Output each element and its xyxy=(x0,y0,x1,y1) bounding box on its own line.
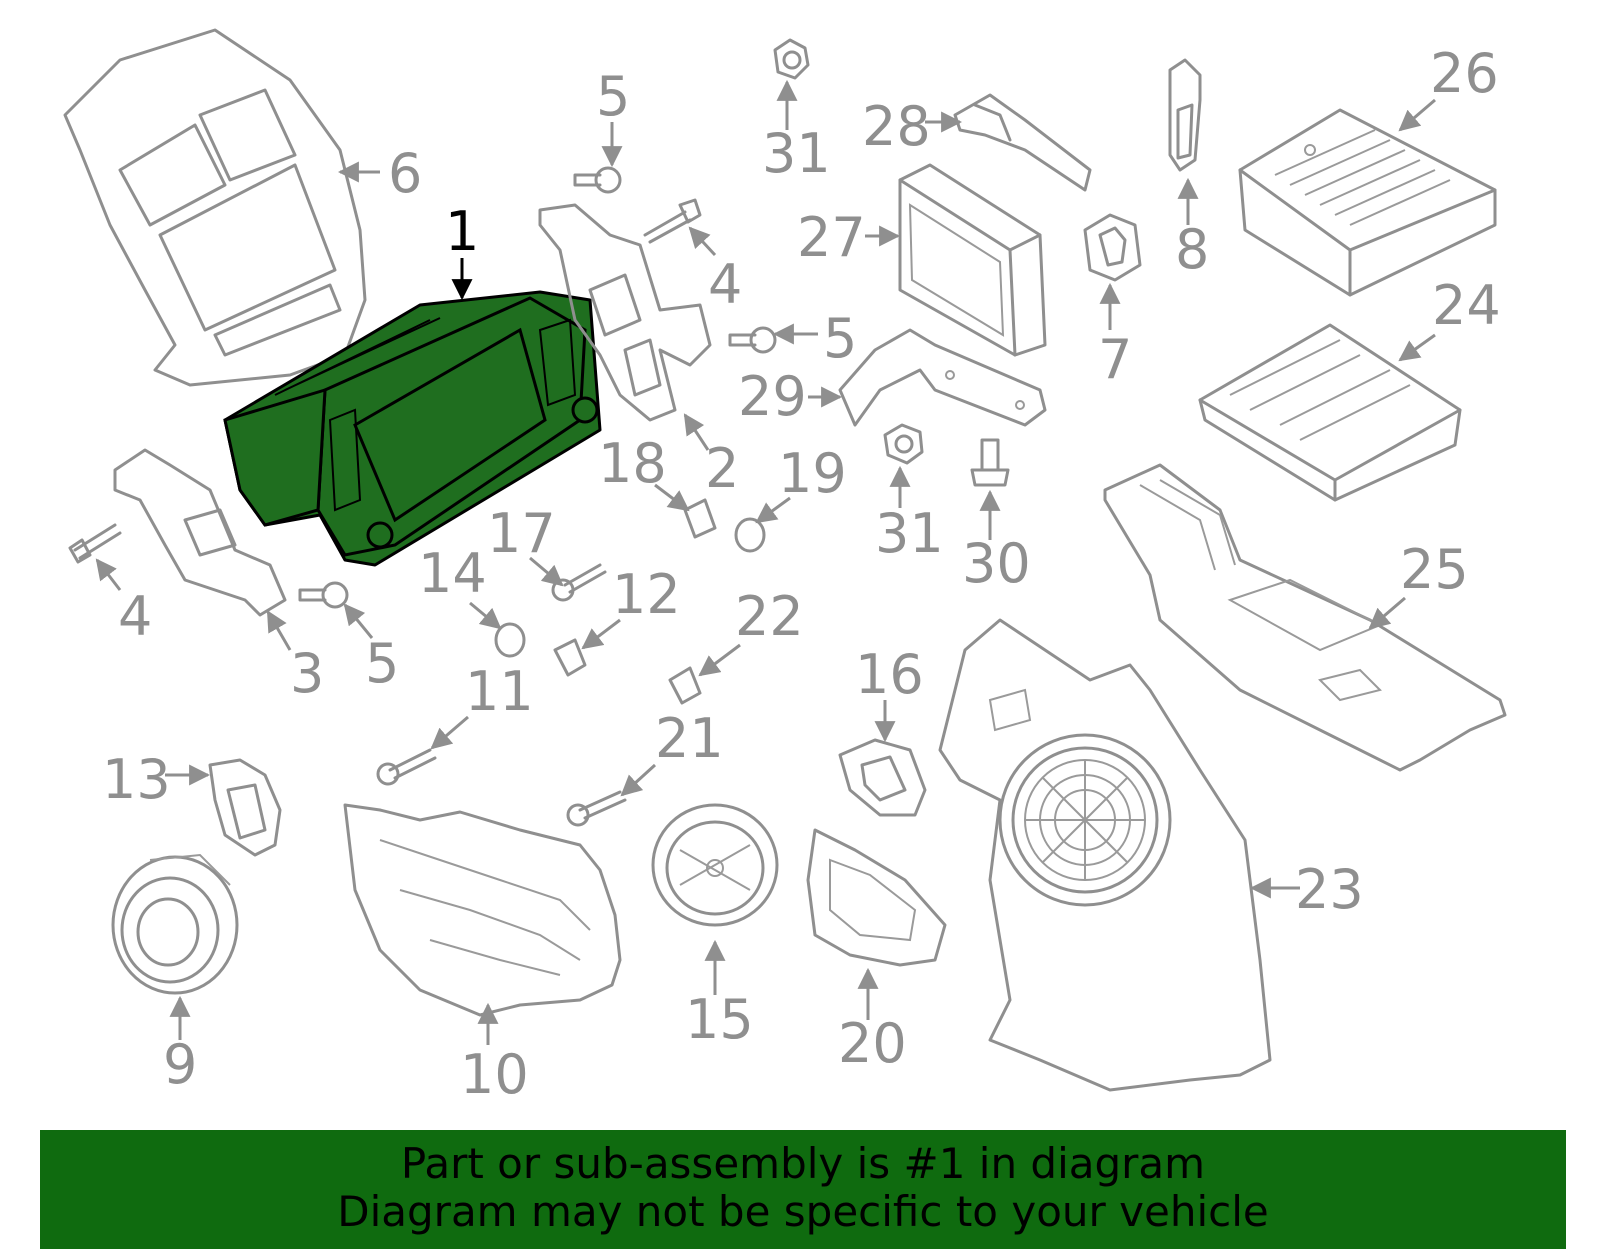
part-5-screw-top xyxy=(573,166,622,194)
part-1-head-unit xyxy=(223,290,602,567)
part-5-screw-mid xyxy=(728,326,777,354)
label-11: 11 xyxy=(465,660,534,723)
label-18: 18 xyxy=(598,432,667,495)
part-20-trim xyxy=(806,828,947,967)
label-3: 3 xyxy=(290,642,324,705)
part-2-bracket-right xyxy=(538,203,712,422)
label-26: 26 xyxy=(1430,42,1499,105)
part-25-tray xyxy=(1103,463,1507,772)
label-1: 1 xyxy=(445,200,479,263)
part-4-screw-right xyxy=(643,198,702,244)
label-8: 8 xyxy=(1175,218,1209,281)
part-9-speaker xyxy=(111,853,239,995)
part-8-strap xyxy=(1168,58,1202,172)
label-25: 25 xyxy=(1400,538,1469,601)
label-17: 17 xyxy=(487,502,556,565)
part-14-plug xyxy=(494,622,526,658)
part-6-dash-bezel xyxy=(63,28,367,387)
label-13: 13 xyxy=(102,748,171,811)
label-4-right: 4 xyxy=(708,253,742,316)
part-4-screw-left xyxy=(68,523,122,564)
info-banner: Part or sub-assembly is #1 in diagram Di… xyxy=(40,1130,1566,1249)
label-2: 2 xyxy=(705,437,739,500)
part-13-bracket xyxy=(208,758,282,857)
label-27: 27 xyxy=(797,206,866,269)
label-31-top: 31 xyxy=(762,122,831,185)
label-22: 22 xyxy=(735,585,804,648)
part-31-nut-top xyxy=(773,38,810,80)
part-31-nut-mid xyxy=(883,423,924,465)
label-30: 30 xyxy=(962,532,1031,595)
part-12-clip xyxy=(553,638,587,677)
label-21: 21 xyxy=(655,707,724,770)
part-10-trim-panel xyxy=(343,803,622,1017)
label-31-mid: 31 xyxy=(875,502,944,565)
label-14: 14 xyxy=(418,542,487,605)
part-26-amplifier xyxy=(1238,108,1497,297)
banner-line-2: Diagram may not be specific to your vehi… xyxy=(337,1187,1269,1236)
label-10: 10 xyxy=(460,1043,529,1106)
label-15: 15 xyxy=(685,988,754,1051)
label-24: 24 xyxy=(1432,274,1501,337)
part-27-module xyxy=(898,163,1047,357)
part-21-screw xyxy=(566,790,627,827)
part-15-speaker xyxy=(651,803,779,927)
speaker-grille xyxy=(1024,759,1146,881)
part-24-module xyxy=(1198,323,1462,502)
label-5-bottom: 5 xyxy=(365,632,399,695)
part-16-trim-ring xyxy=(838,738,927,817)
part-3-bracket-left xyxy=(113,448,287,617)
label-28: 28 xyxy=(862,95,931,158)
part-29-bracket xyxy=(838,328,1047,427)
part-7-grommet xyxy=(1083,213,1142,282)
part-22-clip xyxy=(668,666,702,705)
part-28-bracket xyxy=(953,93,1092,192)
part-19-plug xyxy=(734,517,766,553)
label-7: 7 xyxy=(1098,328,1132,391)
label-9: 9 xyxy=(163,1033,197,1096)
part-5-screw-bottom xyxy=(298,581,349,609)
label-23: 23 xyxy=(1295,858,1364,921)
label-29: 29 xyxy=(738,365,807,428)
label-19: 19 xyxy=(778,442,847,505)
label-20: 20 xyxy=(838,1012,907,1075)
label-5-mid: 5 xyxy=(823,307,857,370)
label-12: 12 xyxy=(612,563,681,626)
part-11-screw xyxy=(376,748,437,786)
label-6: 6 xyxy=(388,142,422,205)
part-18-clip xyxy=(683,498,717,539)
label-16: 16 xyxy=(855,643,924,706)
callout-labels: 1 6 5 4 5 2 4 3 5 31 28 27 29 31 30 7 8 … xyxy=(102,42,1501,1106)
part-30-stud xyxy=(970,438,1010,487)
banner-line-1: Part or sub-assembly is #1 in diagram xyxy=(400,1139,1206,1188)
label-5-top: 5 xyxy=(596,65,630,128)
label-4-left: 4 xyxy=(118,585,152,648)
leader-lines xyxy=(95,79,1436,1045)
part-23-subwoofer-enclosure xyxy=(938,618,1272,1092)
parts-diagram: 1 6 5 4 5 2 4 3 5 31 28 27 29 31 30 7 8 … xyxy=(63,28,1507,1106)
